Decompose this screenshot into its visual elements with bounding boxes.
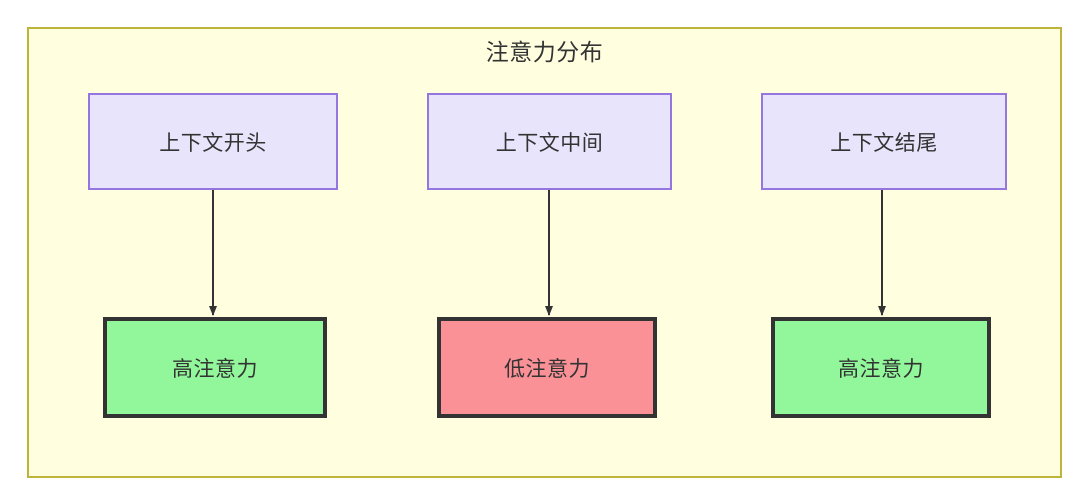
node-low-attention-middle[interactable]: 低注意力 <box>437 317 657 418</box>
node-high-attention-end[interactable]: 高注意力 <box>771 317 991 418</box>
node-context-middle-label: 上下文中间 <box>495 131 604 155</box>
node-context-end-label: 上下文结尾 <box>830 131 938 155</box>
node-context-middle[interactable]: 上下文中间 <box>427 93 672 190</box>
node-high-attention-end-label: 高注意力 <box>838 357 924 381</box>
diagram-title: 注意力分布 <box>485 39 604 65</box>
node-high-attention-start[interactable]: 高注意力 <box>103 317 327 418</box>
node-context-start[interactable]: 上下文开头 <box>88 93 338 190</box>
node-high-attention-start-label: 高注意力 <box>172 357 258 381</box>
node-low-attention-middle-label: 低注意力 <box>504 357 590 381</box>
node-context-start-label: 上下文开头 <box>159 131 267 155</box>
node-context-end[interactable]: 上下文结尾 <box>761 93 1007 190</box>
